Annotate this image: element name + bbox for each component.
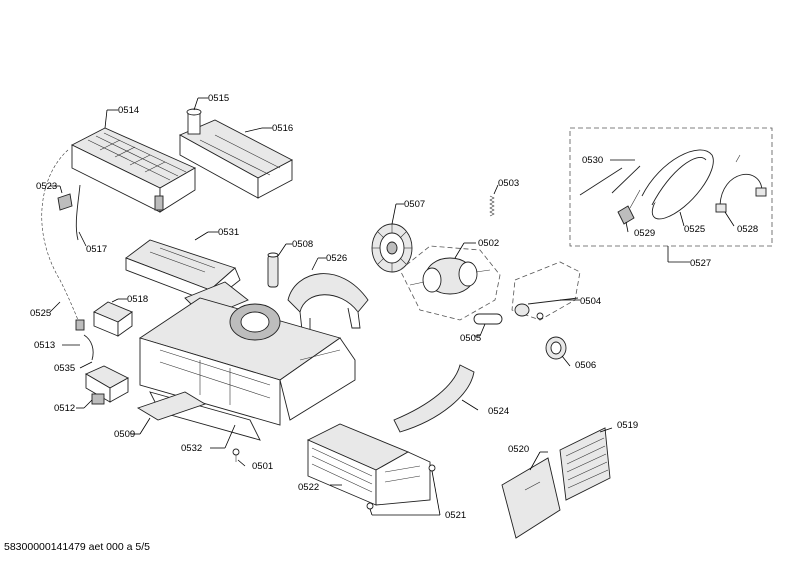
label-0503: 0503 xyxy=(498,178,519,189)
part-0520-drawing xyxy=(501,457,561,539)
part-0512-drawing xyxy=(85,365,129,405)
kit-0527-box xyxy=(569,127,773,247)
label-0517: 0517 xyxy=(86,244,107,255)
label-0525-kit: 0525 xyxy=(684,224,705,235)
label-0529: 0529 xyxy=(634,228,655,239)
part-0506-drawing xyxy=(545,336,567,360)
part-0525-drawing xyxy=(641,149,714,220)
label-0506: 0506 xyxy=(575,360,596,371)
part-0519-drawing xyxy=(559,427,611,501)
label-0525-left: 0525 xyxy=(30,308,51,319)
part-0526-drawing xyxy=(287,273,369,331)
label-0520: 0520 xyxy=(508,444,529,455)
part-0508-drawing xyxy=(267,252,279,288)
label-0508: 0508 xyxy=(292,239,313,250)
part-0518-drawing xyxy=(93,301,133,337)
label-0507: 0507 xyxy=(404,199,425,210)
label-0505: 0505 xyxy=(460,333,481,344)
label-0502: 0502 xyxy=(478,238,499,249)
label-0521: 0521 xyxy=(445,510,466,521)
part-0524-drawing xyxy=(393,364,475,433)
label-0513: 0513 xyxy=(34,340,55,351)
label-0527: 0527 xyxy=(690,258,711,269)
label-0514: 0514 xyxy=(118,105,139,116)
part-0530-drawing xyxy=(579,165,641,196)
label-0509: 0509 xyxy=(114,429,135,440)
label-0526: 0526 xyxy=(326,253,347,264)
label-0504: 0504 xyxy=(580,296,601,307)
label-0524: 0524 xyxy=(488,406,509,417)
label-0501: 0501 xyxy=(252,461,273,472)
part-0528-drawing xyxy=(715,154,767,213)
part-0501-drawing xyxy=(232,448,240,462)
part-0502-drawing xyxy=(409,257,491,295)
label-0516: 0516 xyxy=(272,123,293,134)
label-0519: 0519 xyxy=(617,420,638,431)
label-0512: 0512 xyxy=(54,403,75,414)
part-0516-drawing xyxy=(178,108,293,199)
label-0515: 0515 xyxy=(208,93,229,104)
part-0504-drawing xyxy=(514,297,579,320)
part-0503-drawing xyxy=(489,195,495,217)
part-0514-drawing xyxy=(70,127,196,213)
label-0532: 0532 xyxy=(181,443,202,454)
part-0505-drawing xyxy=(473,313,503,325)
label-0528: 0528 xyxy=(737,224,758,235)
part-0507-drawing xyxy=(371,223,413,273)
label-0535: 0535 xyxy=(54,363,75,374)
label-0531: 0531 xyxy=(218,227,239,238)
part-0529-drawing xyxy=(617,189,641,225)
part-0509-drawing xyxy=(136,391,207,421)
part-0522-drawing xyxy=(306,423,436,510)
label-0522: 0522 xyxy=(298,482,319,493)
part-0523-drawing xyxy=(57,193,73,211)
base-housing-drawing xyxy=(138,297,356,441)
label-0523: 0523 xyxy=(36,181,57,192)
label-0530: 0530 xyxy=(582,155,603,166)
label-0518: 0518 xyxy=(127,294,148,305)
part-0513-drawing xyxy=(75,319,94,361)
document-reference-number: 58300000141479 aet 000 a 5/5 xyxy=(4,541,150,553)
